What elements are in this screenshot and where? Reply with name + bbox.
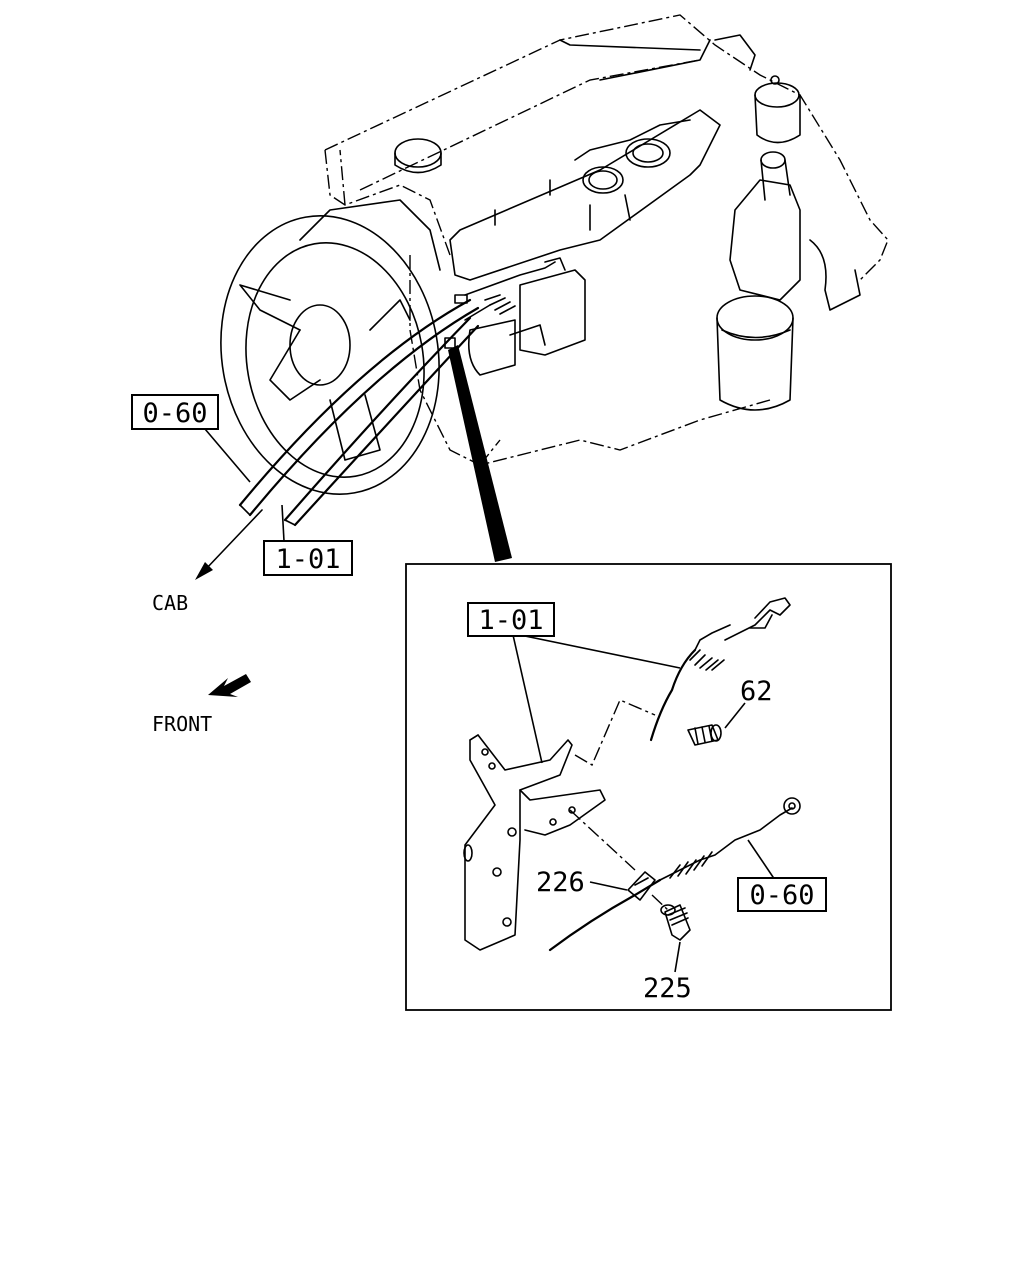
injection-pump — [467, 269, 586, 376]
ref-1-01-main-label: 1-01 — [275, 544, 340, 575]
ref-1-01-main-callout: 1-01 — [263, 504, 353, 576]
clip-226 — [627, 871, 656, 901]
engine-assembly — [220, 14, 889, 495]
part-226-label: 226 — [536, 867, 585, 898]
control-cables — [195, 257, 566, 580]
front-label: FRONT — [152, 712, 212, 736]
ref-0-60-main-label: 0-60 — [142, 398, 207, 429]
ref-0-60-detail-label: 0-60 — [749, 880, 814, 911]
ref-0-60-main-callout: 0-60 — [131, 394, 251, 483]
part-62-label: 62 — [740, 676, 773, 707]
cable-0-60 — [548, 797, 801, 952]
cable-bracket — [463, 734, 606, 951]
bolt-62 — [687, 724, 722, 746]
alternator — [729, 151, 861, 311]
intake-manifold — [449, 109, 721, 281]
ref-1-01-detail-label: 1-01 — [478, 605, 543, 636]
oil-filter — [716, 295, 794, 411]
flywheel-housing — [220, 199, 441, 495]
cable-1-01 — [649, 597, 791, 742]
cab-label: CAB — [152, 591, 188, 615]
detail-frame — [405, 563, 892, 1011]
part-225-label: 225 — [643, 973, 692, 1004]
detail-callout-wedge — [448, 345, 512, 562]
detail-view: 1-01 62 226 0-60 225 — [405, 563, 892, 1011]
front-arrow-icon — [208, 674, 251, 697]
water-outlet — [714, 34, 801, 144]
bolt-225 — [660, 904, 691, 941]
